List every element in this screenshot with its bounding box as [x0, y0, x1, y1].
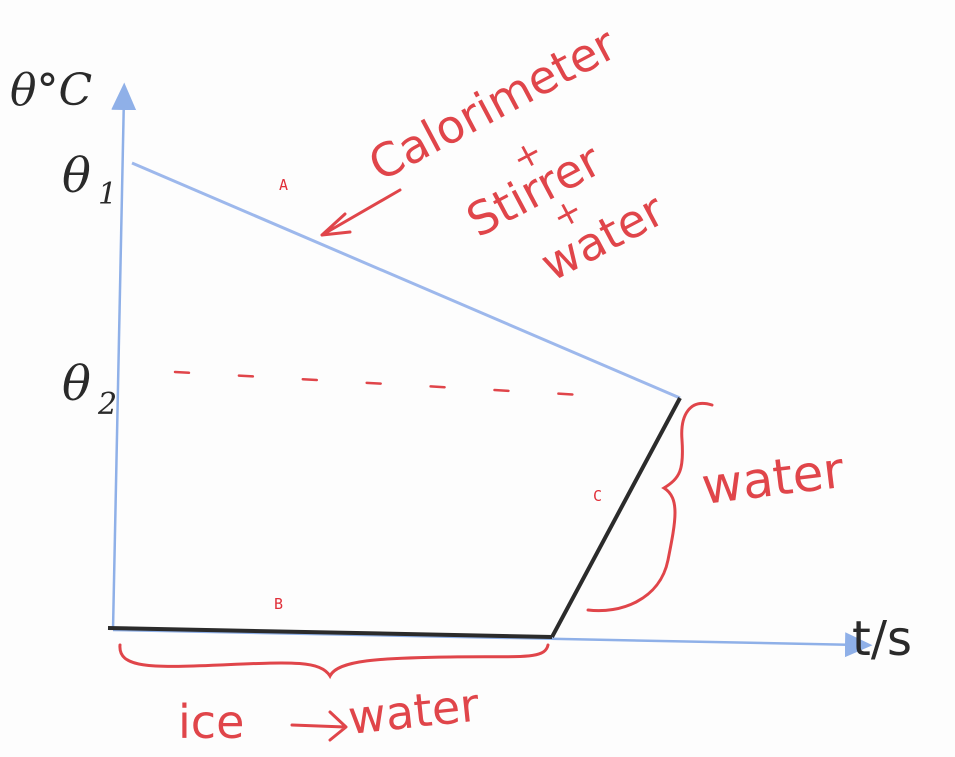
segment-c-line [550, 397, 682, 638]
water-brace-annotation: water [586, 402, 847, 613]
pointer-arrow [320, 188, 402, 237]
svg-text:water: water [698, 441, 847, 516]
segment-b-label: B [274, 595, 283, 613]
svg-text:2: 2 [97, 387, 117, 422]
y-axis-label: θ°C [10, 65, 92, 116]
ice-to-water-annotation: ice water [118, 643, 550, 749]
svg-text:1: 1 [98, 177, 117, 212]
right-arrow-icon [290, 710, 348, 742]
segment-b-line [107, 626, 553, 639]
theta2-dashed-level [173, 370, 602, 398]
vertical-brace [586, 402, 714, 613]
svg-text:θ: θ [62, 356, 91, 412]
theta2-tick-label: θ 2 [62, 356, 117, 422]
svg-text:θ: θ [62, 148, 91, 204]
segment-a-label: A [279, 176, 288, 194]
x-axis-label: t/s [852, 611, 912, 667]
svg-text:water: water [346, 678, 482, 745]
horizontal-brace [118, 643, 550, 680]
calorimeter-annotation: Calorimeter + Stirrer + water [320, 17, 673, 292]
segment-c-label: C [593, 487, 602, 505]
segment-a-line [131, 161, 681, 400]
y-axis [111, 82, 137, 631]
theta1-tick-label: θ 1 [62, 148, 117, 212]
svg-text:ice: ice [178, 695, 244, 749]
